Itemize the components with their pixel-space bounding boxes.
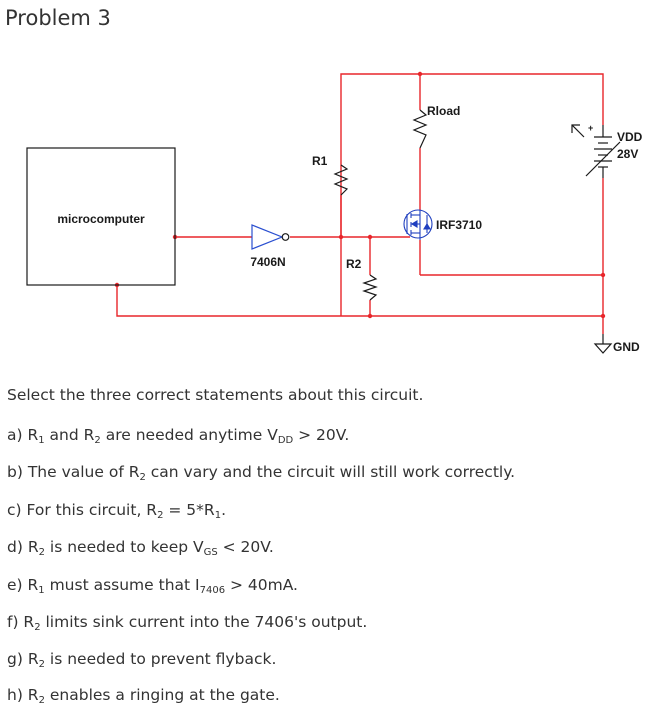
circuit-schematic: microcomputer 7406N R1 R2 Rload IRF3710 xyxy=(26,71,643,354)
option-subscript: 2 xyxy=(38,695,45,706)
mosfet-label: IRF3710 xyxy=(436,218,482,232)
vdd-plus-label: + xyxy=(588,123,593,133)
option-subscript: GS xyxy=(203,547,218,558)
option-text: b) The value of R xyxy=(7,463,140,481)
answer-option[interactable]: a) R1 and R2 are needed anytime VDD > 20… xyxy=(7,426,349,446)
option-text: g) R xyxy=(7,650,39,668)
microcomputer-block xyxy=(26,147,176,286)
resistor-rload-label: Rload xyxy=(427,104,460,118)
page-title: Problem 3 xyxy=(5,6,111,30)
resistor-r2-label: R2 xyxy=(346,257,362,271)
option-text: limits sink current into the 7406's outp… xyxy=(40,613,368,631)
option-subscript: 2 xyxy=(94,435,101,446)
answer-option[interactable]: f) R2 limits sink current into the 7406'… xyxy=(7,613,367,633)
resistor-r1-label: R1 xyxy=(312,154,328,168)
resistor-r2 xyxy=(362,274,378,301)
option-text: e) R xyxy=(7,576,39,594)
answer-option[interactable]: e) R1 must assume that I7406 > 40mA. xyxy=(7,576,298,596)
answer-option[interactable]: c) For this circuit, R2 = 5*R1. xyxy=(7,501,226,521)
vdd-source-symbol xyxy=(571,124,621,178)
answer-option[interactable]: d) R2 is needed to keep VGS < 20V. xyxy=(7,538,274,558)
option-subscript: 2 xyxy=(34,622,41,633)
junctions xyxy=(114,71,606,319)
answer-option[interactable]: g) R2 is needed to prevent flyback. xyxy=(7,650,276,670)
option-text: c) For this circuit, R xyxy=(7,501,158,519)
answer-option[interactable]: b) The value of R2 can vary and the circ… xyxy=(7,463,515,483)
option-subscript: 1 xyxy=(214,510,222,521)
option-text: and R xyxy=(44,426,95,444)
option-text: = 5*R xyxy=(163,501,215,519)
option-subscript: 7406 xyxy=(199,585,226,596)
option-text: < 20V. xyxy=(217,538,274,556)
wires xyxy=(116,73,604,334)
option-text: is needed to keep V xyxy=(44,538,204,556)
option-text: are needed anytime V xyxy=(100,426,278,444)
option-text: > 40mA. xyxy=(225,576,298,594)
option-text: d) R xyxy=(7,538,39,556)
option-subscript: 2 xyxy=(38,659,45,670)
option-subscript: 2 xyxy=(157,510,164,521)
option-subscript: DD xyxy=(277,435,294,446)
resistor-rload xyxy=(412,109,428,149)
buffer-7406-symbol xyxy=(251,224,290,250)
option-text: . xyxy=(221,501,226,519)
option-text: a) R xyxy=(7,426,39,444)
vdd-label: VDD xyxy=(617,130,643,144)
option-text: h) R xyxy=(7,686,39,704)
option-text: must assume that I xyxy=(44,576,200,594)
option-text: f) R xyxy=(7,613,35,631)
option-subscript: 1 xyxy=(38,435,45,446)
answer-option[interactable]: h) R2 enables a ringing at the gate. xyxy=(7,686,280,706)
option-subscript: 2 xyxy=(139,472,146,483)
option-text: > 20V. xyxy=(293,426,350,444)
mosfet-irf3710-symbol xyxy=(403,209,433,240)
microcomputer-label: microcomputer xyxy=(57,212,145,226)
buffer-7406-label: 7406N xyxy=(250,255,285,269)
ground-symbol xyxy=(593,334,613,354)
option-subscript: 2 xyxy=(38,547,45,558)
option-subscript: 1 xyxy=(38,585,45,596)
vdd-value-label: 28V xyxy=(617,147,638,161)
question-prompt: Select the three correct statements abou… xyxy=(7,386,424,404)
option-text: is needed to prevent flyback. xyxy=(44,650,277,668)
option-text: enables a ringing at the gate. xyxy=(44,686,280,704)
gnd-label: GND xyxy=(613,340,640,354)
option-text: can vary and the circuit will still work… xyxy=(145,463,516,481)
resistor-r1 xyxy=(333,164,349,196)
